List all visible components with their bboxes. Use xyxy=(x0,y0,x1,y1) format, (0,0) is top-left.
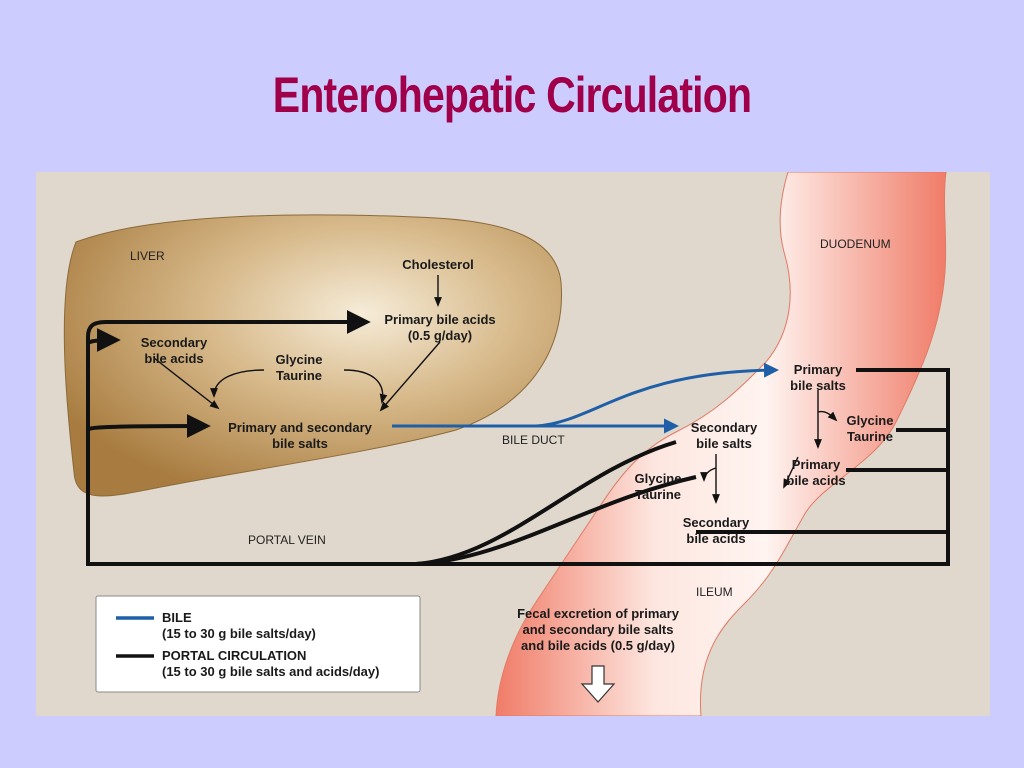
legend-bile-title: BILE xyxy=(162,610,192,625)
primary-bile-acids-int-label: Primary xyxy=(792,457,841,472)
secondary-bile-acids-int-label-2: bile acids xyxy=(686,531,745,546)
primary-bile-salts-label: Primary xyxy=(794,362,843,377)
glycine-taurine-liver-label-2: Taurine xyxy=(276,368,322,383)
legend-box: BILE (15 to 30 g bile salts/day) PORTAL … xyxy=(95,595,421,693)
primary-bile-acids-int-label-2: bile acids xyxy=(786,473,845,488)
glycine-taurine-mid-label: Glycine xyxy=(635,471,682,486)
ileum-label: ILEUM xyxy=(696,585,733,599)
portal-circulation-lines xyxy=(86,310,950,566)
primary-secondary-salts-label: Primary and secondary xyxy=(228,420,373,435)
secondary-bile-salts-label: Secondary xyxy=(691,420,758,435)
secondary-bile-acids-liver-label: Secondary xyxy=(141,335,208,350)
portal-vein-label: PORTAL VEIN xyxy=(248,533,326,547)
fecal-down-arrow-icon xyxy=(580,665,616,703)
glycine-taurine-right-label: Glycine xyxy=(847,413,894,428)
page-title: Enterohepatic Circulation xyxy=(272,67,752,123)
intestine-shape xyxy=(495,172,947,716)
legend-portal-title: PORTAL CIRCULATION xyxy=(162,648,306,663)
glycine-taurine-mid-label-2: Taurine xyxy=(635,487,681,502)
fecal-excretion-label-3: and bile acids (0.5 g/day) xyxy=(521,638,675,653)
legend-portal-detail: (15 to 30 g bile salts and acids/day) xyxy=(162,664,379,679)
fecal-excretion-label-2: and secondary bile salts xyxy=(522,622,673,637)
glycine-taurine-right-label-2: Taurine xyxy=(847,429,893,444)
glycine-taurine-liver-label: Glycine xyxy=(276,352,323,367)
enterohepatic-diagram: LIVER DUODENUM ILEUM BILE DUCT PORTAL VE… xyxy=(36,172,990,716)
duodenum-label: DUODENUM xyxy=(820,237,891,251)
conversion-arrows xyxy=(153,275,838,504)
primary-bile-salts-label-2: bile salts xyxy=(790,378,846,393)
secondary-bile-acids-liver-label-2: bile acids xyxy=(144,351,203,366)
bile-duct-label: BILE DUCT xyxy=(502,433,565,447)
bile-lines xyxy=(392,362,779,434)
fecal-excretion-label: Fecal excretion of primary xyxy=(517,606,680,621)
primary-secondary-salts-label-2: bile salts xyxy=(272,436,328,451)
legend-bile-detail: (15 to 30 g bile salts/day) xyxy=(162,626,316,641)
cholesterol-label: Cholesterol xyxy=(402,257,474,272)
primary-bile-acids-label: Primary bile acids xyxy=(384,312,495,327)
secondary-bile-acids-int-label: Secondary xyxy=(683,515,750,530)
liver-label: LIVER xyxy=(130,249,165,263)
primary-bile-acids-rate: (0.5 g/day) xyxy=(408,328,472,343)
secondary-bile-salts-label-2: bile salts xyxy=(696,436,752,451)
